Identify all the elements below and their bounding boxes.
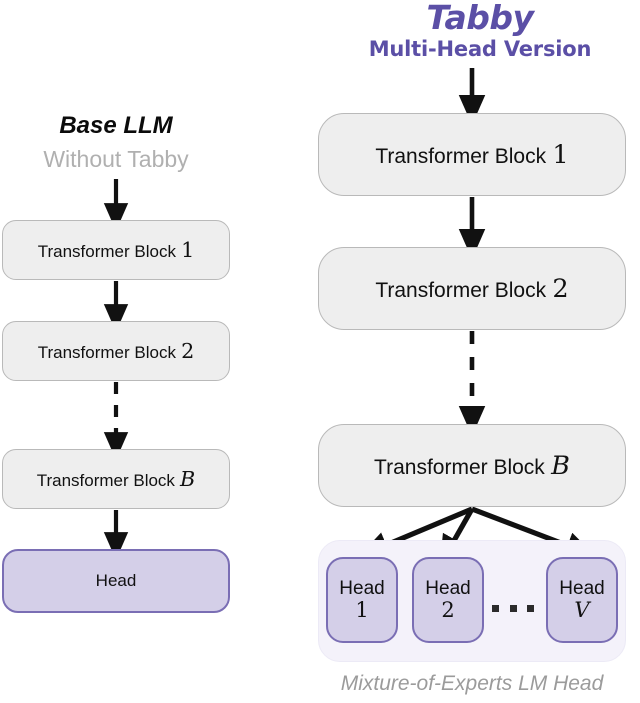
block-index: B: [180, 467, 196, 491]
block-name: Transformer Block: [375, 278, 547, 302]
block-index: 2: [181, 339, 195, 363]
block-name: Transformer Block: [375, 144, 547, 168]
block-index: 2: [552, 273, 569, 304]
heads-ellipsis-icon: [492, 605, 534, 612]
head-box-2-label: Head: [425, 577, 471, 599]
head-box-1-index: 1: [355, 598, 369, 623]
left-transformer-block-2-label: Transformer Block 2: [38, 339, 195, 363]
block-index: B: [551, 450, 570, 481]
block-name: Transformer Block: [37, 343, 176, 362]
head-box-2: Head 2: [412, 557, 484, 643]
head-box-v-index: V: [574, 598, 590, 623]
left-panel-title: Base LLM: [59, 112, 173, 139]
block-name: Transformer Block: [374, 455, 545, 479]
left-transformer-block-1-label: Transformer Block 1: [38, 238, 195, 262]
left-transformer-block-b-label: Transformer Block B: [37, 467, 196, 491]
head-box-1: Head 1: [326, 557, 398, 643]
ellipsis-dot: [492, 605, 499, 612]
block-name: Transformer Block: [37, 242, 176, 261]
block-name: Transformer Block: [36, 471, 175, 490]
head-box-v: Head V: [546, 557, 618, 643]
left-head-box: Head: [2, 549, 230, 613]
left-panel-subtitle: Without Tabby: [43, 146, 189, 172]
left-transformer-block-1: Transformer Block 1: [2, 220, 230, 280]
head-box-v-label: Head: [559, 577, 605, 599]
left-head-label: Head: [95, 571, 137, 590]
head-box-2-index: 2: [441, 598, 455, 623]
block-index: 1: [552, 139, 569, 170]
right-panel-subtitle: Multi-Head Version: [368, 37, 592, 61]
right-panel-title: Tabby: [426, 0, 534, 37]
ellipsis-dot: [527, 605, 534, 612]
block-index: 1: [181, 238, 195, 262]
ellipsis-dot: [509, 605, 517, 612]
head-box-1-label: Head: [339, 577, 385, 599]
mixture-of-experts-caption: Mixture-of-Experts LM Head: [340, 672, 604, 695]
left-transformer-block-b: Transformer Block B: [2, 449, 230, 509]
left-transformer-block-2: Transformer Block 2: [2, 321, 230, 381]
